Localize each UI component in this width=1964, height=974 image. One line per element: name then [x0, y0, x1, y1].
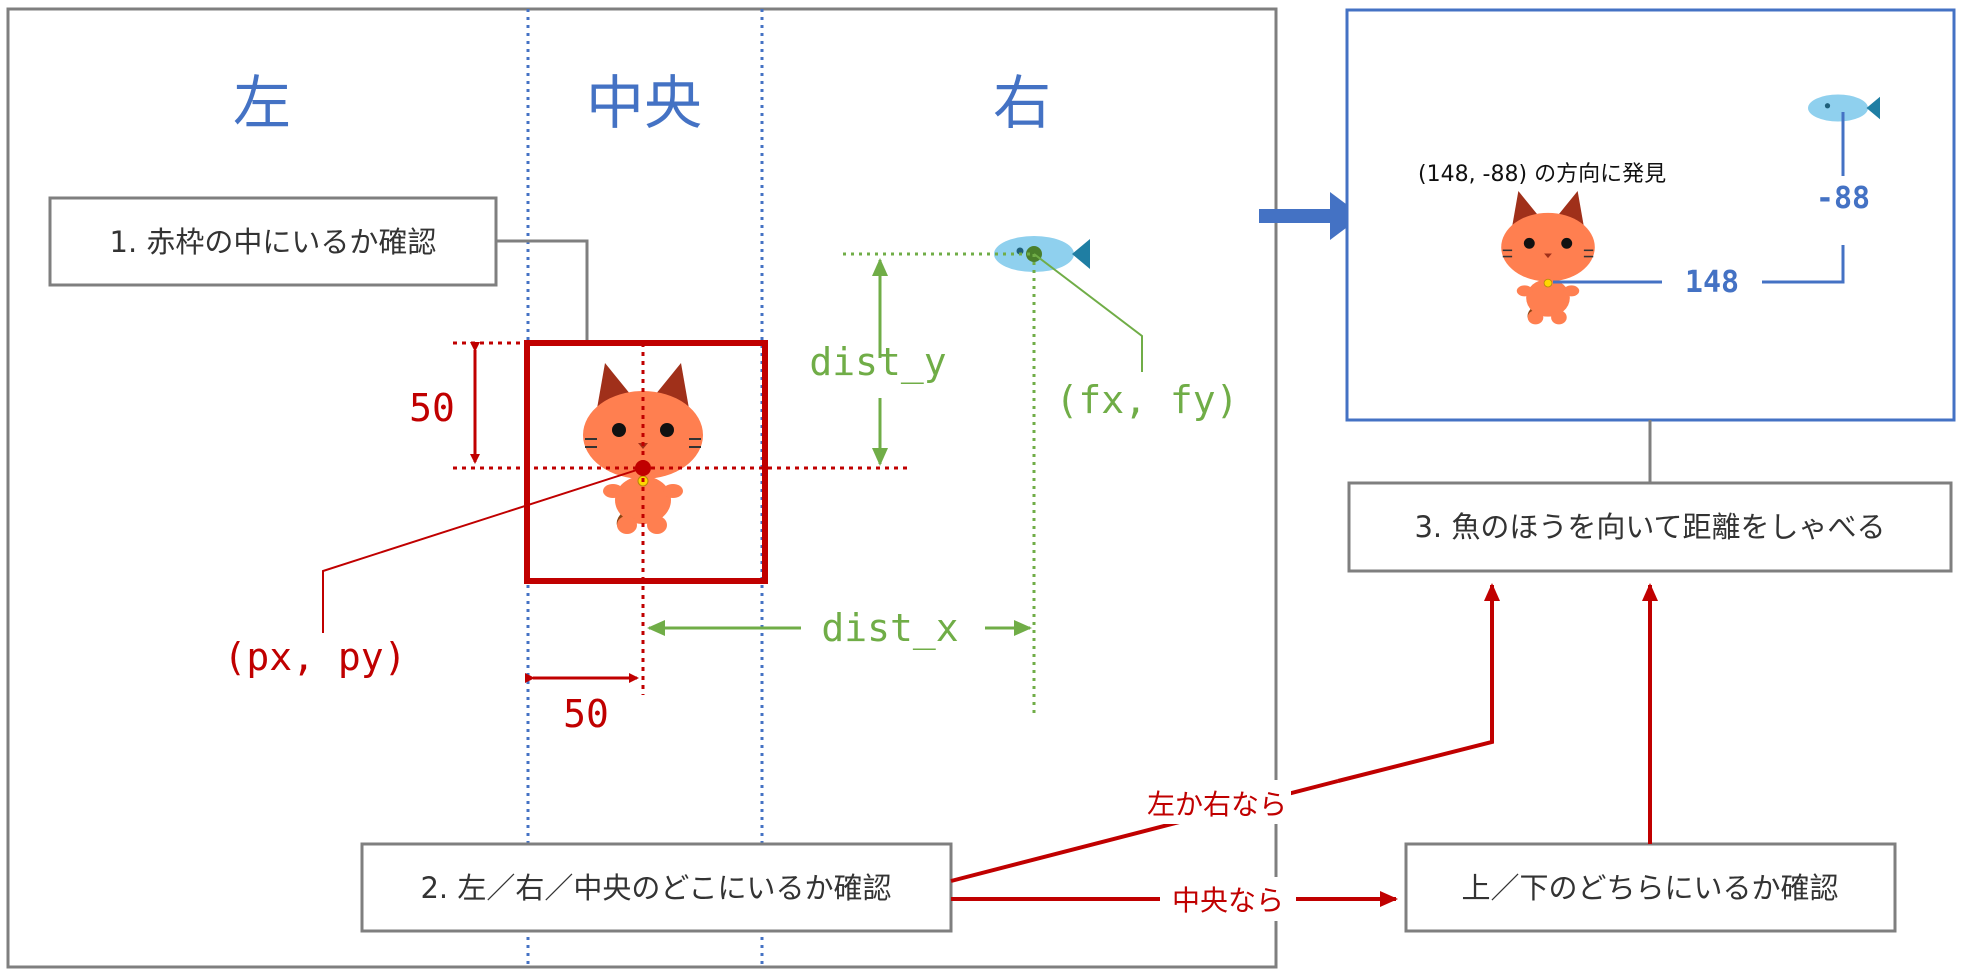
flow-left-right-arrow [1337, 583, 1500, 783]
main-panel [6, 7, 1278, 969]
fish-leader-line [1033, 253, 1143, 372]
region-left-label: 左 [233, 69, 291, 137]
updown-step-label: 上／下のどちらにいるか確認 [1461, 871, 1838, 905]
cond-center-label: 中央なら [1172, 884, 1284, 917]
dist-x-label: dist_x [821, 606, 958, 651]
fish-coord-label: (fx, fy) [1055, 378, 1238, 422]
step2-box [360, 842, 953, 933]
step1-label: 1. 赤枠の中にいるか確認 [110, 225, 437, 259]
step2-label: 2. 左／右／中央のどこにいるか確認 [420, 871, 891, 905]
step3-box [1347, 481, 1953, 573]
cond-center-bg [1160, 877, 1296, 921]
step1-connector [496, 239, 589, 343]
updown-step-box [1404, 842, 1897, 933]
dist-y-label: dist_y [809, 340, 946, 385]
step3-label: 3. 魚のほうを向いて距離をしゃべる [1414, 510, 1885, 544]
player-leader-line [322, 467, 644, 633]
cond-left-right-bg [1143, 780, 1291, 824]
arrow-right-icon [1259, 192, 1362, 240]
dx-line-right [1762, 245, 1845, 284]
size-horizontal-label: 50 [563, 692, 609, 736]
dy-label: -88 [1816, 181, 1870, 216]
step1-box [48, 196, 498, 287]
region-right-label: 右 [993, 69, 1051, 137]
region-center-label: 中央 [586, 69, 702, 137]
found-text: (148, -88) の方向に発見 [1418, 162, 1666, 187]
size-vertical-label: 50 [409, 386, 455, 430]
detection-frame [524, 340, 768, 584]
player-coord-label: (px, py) [223, 635, 406, 679]
dx-label: 148 [1685, 265, 1739, 300]
cond-left-right-label: 左か右なら [1147, 788, 1287, 821]
result-panel [1345, 8, 1956, 422]
